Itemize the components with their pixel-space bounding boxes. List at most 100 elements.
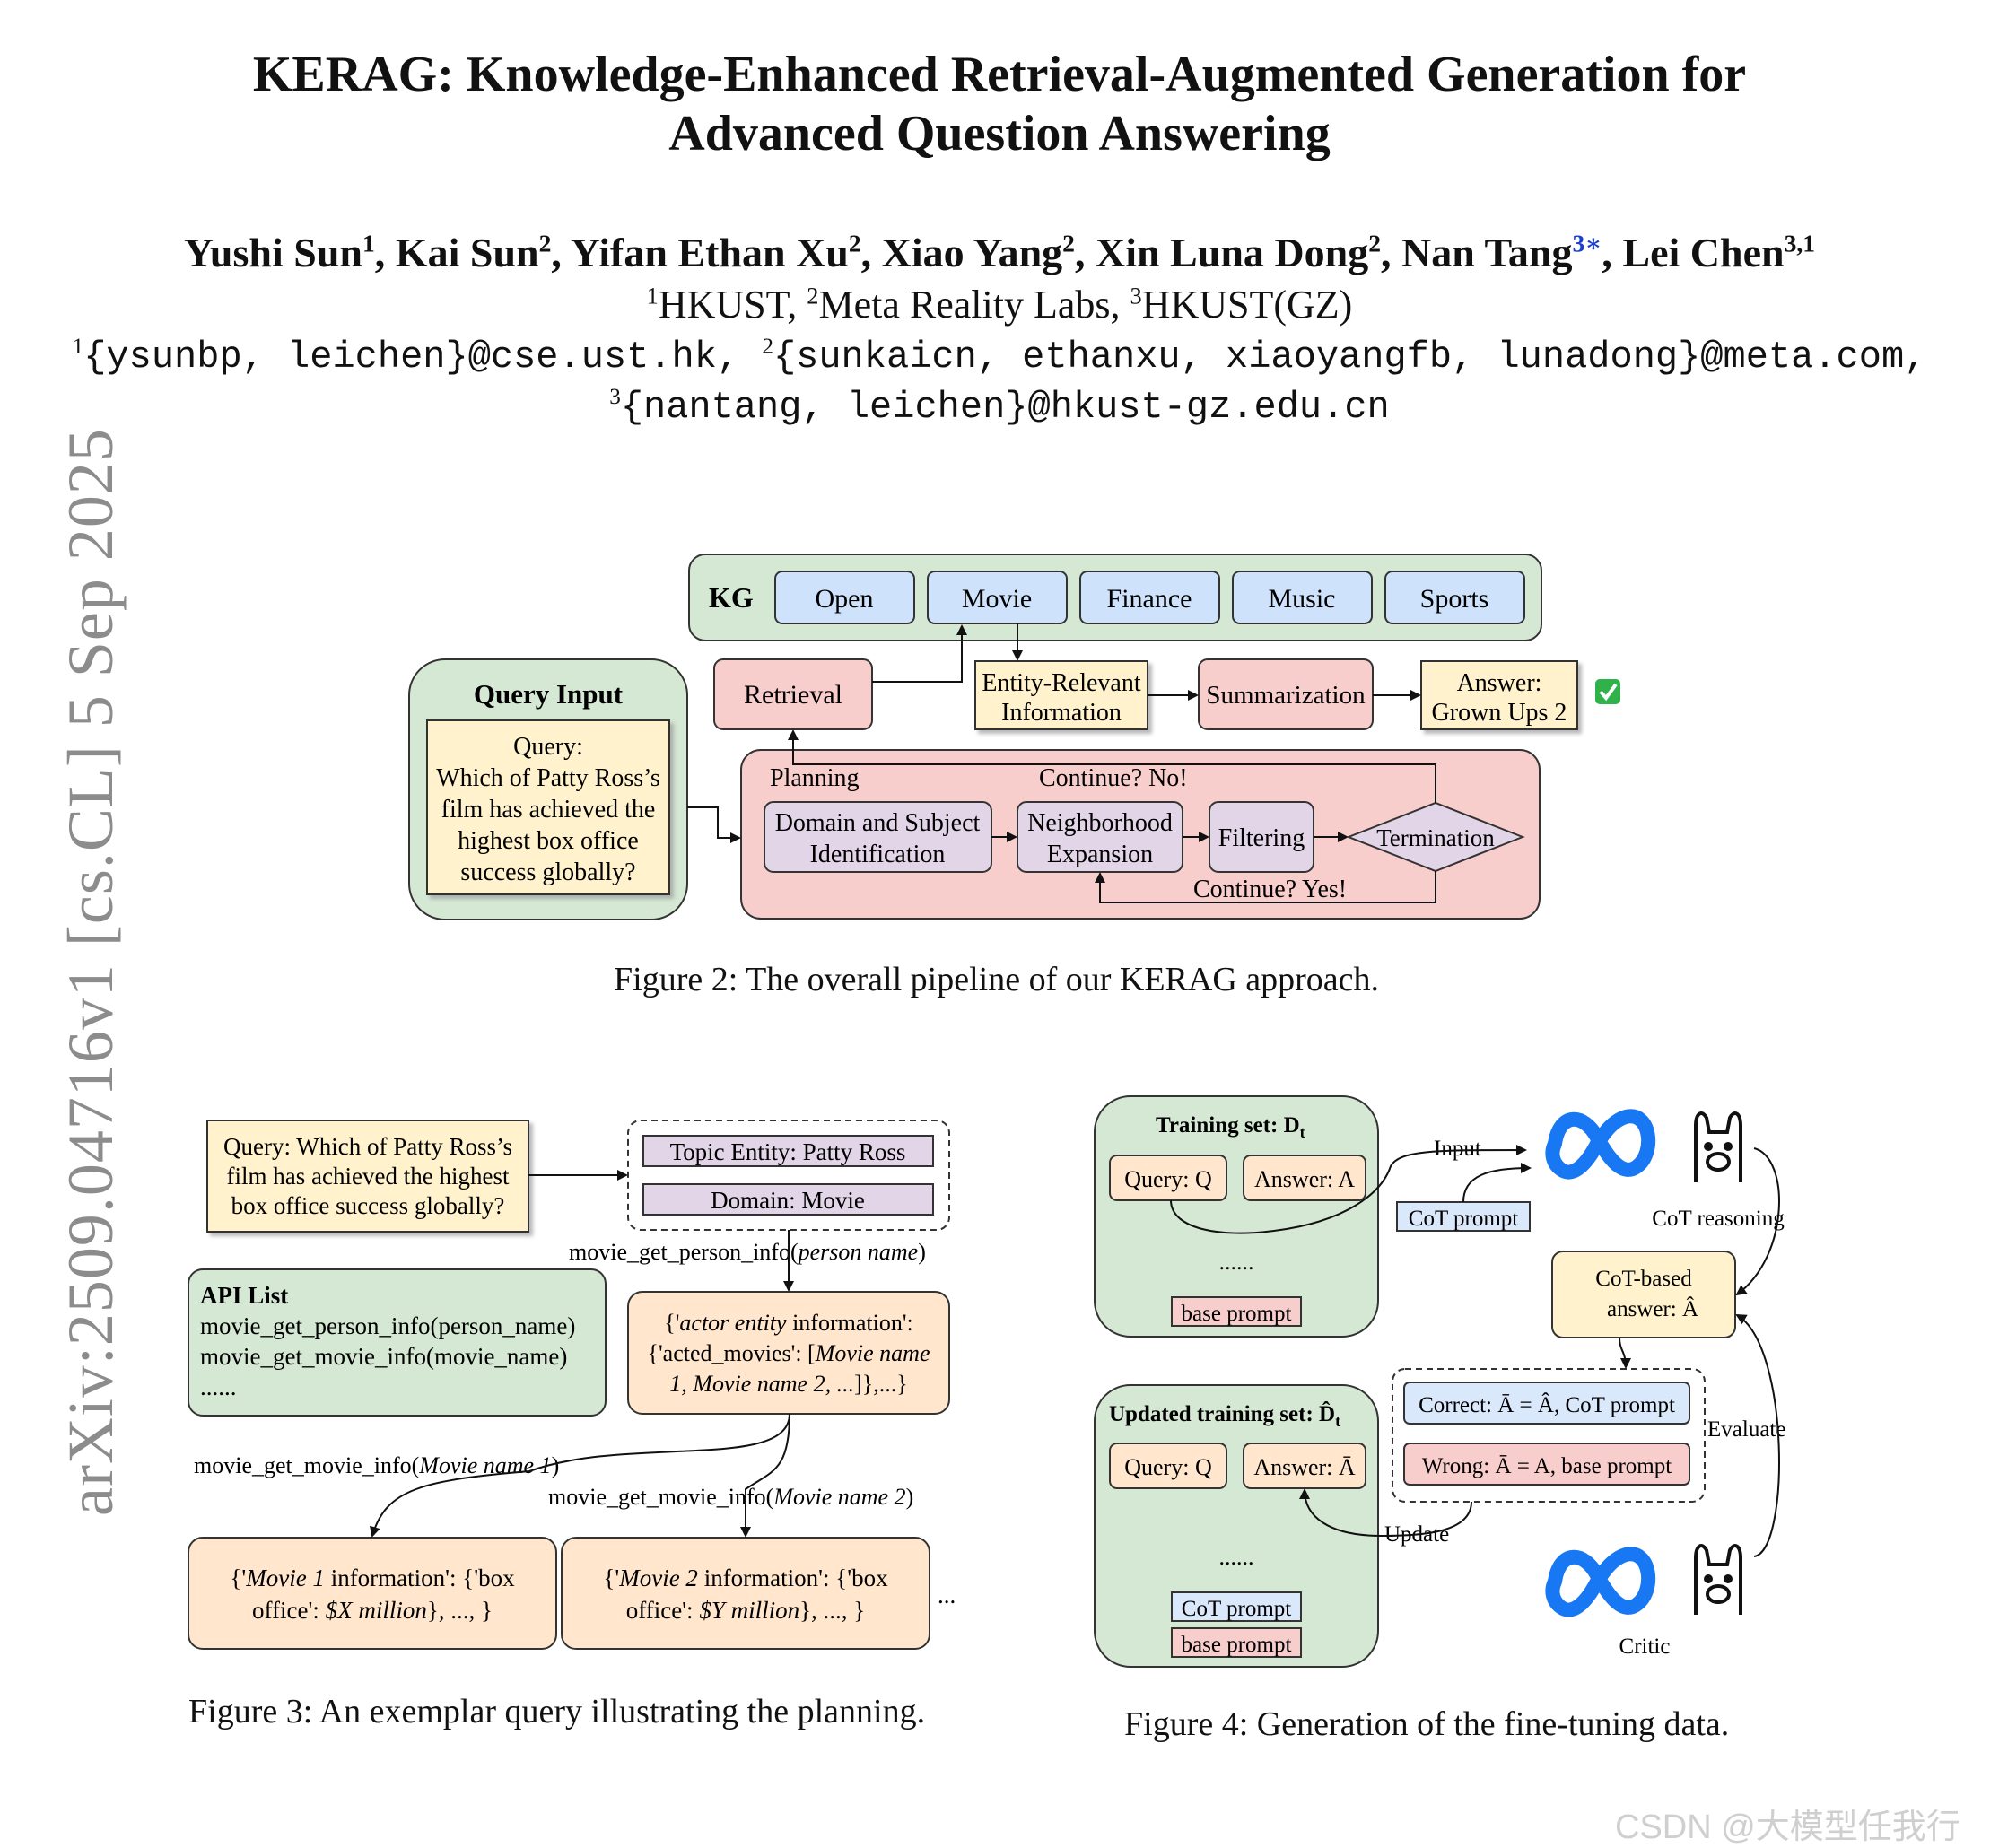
updated-cot-prompt-box [1171,1591,1302,1622]
updated-dots: ...... [1219,1544,1254,1570]
author-list: Yushi Sun1, Kai Sun2, Yifan Ethan Xu2, X… [0,229,1999,276]
fig3-query-line: box office success globally? [231,1192,505,1219]
title-line-2: Advanced Question Answering [668,106,1331,161]
figure-4: Training set: Dt Query: Q Answer: A ....… [1094,1095,1785,1668]
critic-label: Critic [1619,1634,1671,1659]
domain-label: Domain: Movie [711,1187,865,1214]
arrow [1735,1147,1780,1296]
train-base-prompt-label: base prompt [1182,1302,1292,1326]
fig3-entity-container [627,1120,950,1231]
topic-entity-box [642,1135,934,1167]
author: Nan Tang3∗, [1401,229,1623,275]
cot-prompt-box [1396,1201,1531,1232]
api-list-box [188,1268,607,1417]
arrow [370,1413,790,1538]
movie2-info-box [561,1537,930,1650]
kg-domain-movie: Movie [927,571,1068,624]
author: Yifan Ethan Xu2, [570,229,882,275]
movie2-info-line: office': $Y million}, ..., } [626,1597,866,1624]
domain-box [642,1183,934,1216]
call-person-info-label: movie_get_person_info(person name) [569,1239,926,1265]
call-movie2-label: movie_get_movie_info(Movie name 2) [548,1484,913,1510]
domain-subject-line: Identification [810,841,946,868]
cot-answer-box [1551,1251,1736,1338]
topic-entity-label: Topic Entity: Patty Ross [670,1138,906,1165]
arrow [1095,871,1436,903]
neighborhood-line: Neighborhood [1027,809,1173,837]
arrow [1299,1488,1472,1538]
cot-reasoning-label: CoT reasoning [1652,1207,1785,1231]
affiliations: 1HKUST, 2Meta Reality Labs, 3HKUST(GZ) [646,282,1353,327]
movie1-info-line: office': $X million}, ..., } [252,1597,493,1624]
arrow [687,806,741,843]
answer-line: Answer: [1457,669,1542,697]
answer-line: Grown Ups 2 [1432,699,1567,727]
arrow [1462,1163,1532,1203]
query-line: success globally? [460,859,635,886]
termination-label: Termination [1376,824,1495,851]
api-list-item: ...... [200,1373,237,1400]
kg-domain-open: Open [774,571,915,624]
entity-info-line: Entity-Relevant [982,669,1141,697]
kg-domain-music: Music [1232,571,1373,624]
neighborhood-line: Expansion [1047,841,1153,868]
svg-text:Movie: Movie [962,584,1032,614]
input-label: Input [1434,1137,1481,1161]
paper-title: KERAG: Knowledge-Enhanced Retrieval-Augm… [0,45,1999,163]
movie1-info-line: {'Movie 1 information': {'box [230,1565,515,1591]
train-query-label: Query: Q [1124,1166,1212,1192]
api-list-title: API List [200,1282,288,1309]
api-list-item: movie_get_person_info(person_name) [200,1312,575,1339]
filtering-label: Filtering [1218,824,1305,852]
query-box [426,719,670,895]
query-input-title: Query Input [474,678,624,710]
movie2-info-line: {'Movie 2 information': {'box [603,1565,888,1591]
continue-no-label: Continue? No! [1039,764,1188,792]
query-line: Which of Patty Ross’s [436,764,660,792]
arrow [1619,1337,1631,1369]
training-set-title: Training set: Dt [1156,1113,1305,1141]
query-line: Query: [513,733,583,761]
api-list-item: movie_get_movie_info(movie_name) [200,1343,567,1370]
train-dots: ...... [1219,1249,1254,1275]
author: Kai Sun2, [395,229,571,275]
kg-domain-finance: Finance [1079,571,1220,624]
actor-info-line: {'acted_movies': [Movie name [648,1340,930,1366]
email-line-1: 1{ysunbp, leichen}@cse.ust.hk, 2{sunkaic… [72,335,1927,379]
continue-yes-label: Continue? Yes! [1193,876,1347,903]
cot-prompt-label: CoT prompt [1409,1207,1519,1231]
email-line-2: 3{nantang, leichen}@hkust-gz.edu.cn [609,385,1390,429]
arrow [872,624,967,683]
retrieval-label: Retrieval [744,680,842,710]
query-line: film has achieved the [441,796,656,824]
updated-cot-prompt-label: CoT prompt [1182,1597,1292,1621]
svg-text:Sports: Sports [1420,584,1489,614]
domain-subject-line: Domain and Subject [775,809,981,837]
figure-2-caption: Figure 2: The overall pipeline of our KE… [614,961,1380,998]
arrow [788,729,1436,803]
figure-3-caption: Figure 3: An exemplar query illustrating… [188,1693,926,1730]
train-answer-box [1243,1155,1366,1201]
figure-3: Query: Which of Patty Ross’s film has ac… [188,1120,956,1650]
evaluation-container [1392,1368,1706,1503]
kg-label: KG [709,581,754,614]
updated-set-title: Updated training set: D̂t [1109,1401,1340,1430]
cot-answer-line: CoT-based [1595,1267,1692,1291]
author: Xin Luna Dong2, [1095,229,1401,275]
llama-icon [1694,1544,1742,1615]
entity-info-line: Information [1001,699,1122,727]
kg-domain-sports: Sports [1384,571,1525,624]
train-query-box [1109,1155,1227,1201]
updated-query-box [1109,1443,1227,1489]
author: Xiao Yang2, [881,229,1096,275]
llama-icon [1694,1111,1742,1182]
cot-answer-line: answer: Â [1607,1296,1698,1321]
query-line: highest box office [458,827,639,855]
actor-info-line: 1, Movie name 2, ...]},...} [669,1371,907,1397]
more-movies-ellipsis: ... [938,1582,956,1608]
fig3-query-line: film has achieved the highest [227,1163,510,1190]
train-answer-label: Answer: A [1254,1166,1355,1192]
call-movie1-label: movie_get_movie_info(Movie name 1) [194,1452,559,1478]
watermark: CSDN @大模型任我行 [1615,1809,1960,1846]
